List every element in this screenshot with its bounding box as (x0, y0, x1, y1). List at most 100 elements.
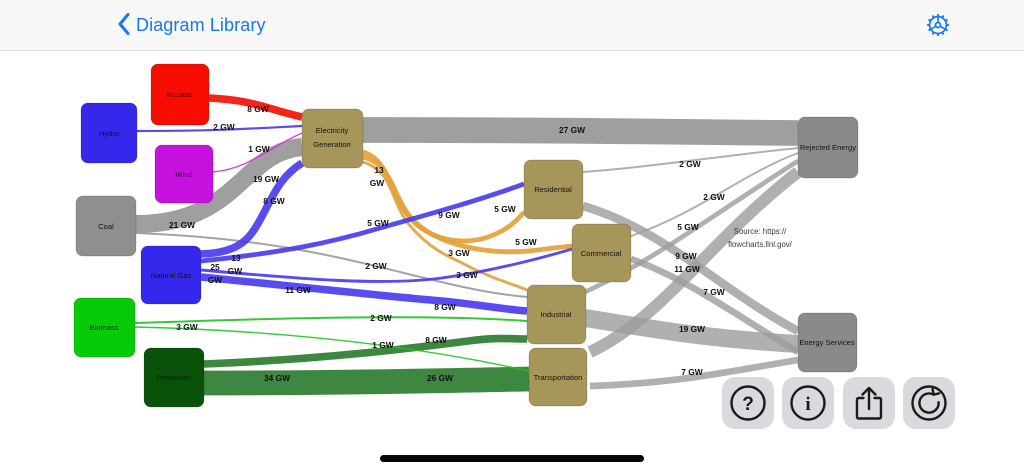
node-label-electricity-line2: Generation (313, 140, 351, 149)
flow-label: 3 GW (456, 270, 477, 280)
flow-label: 9 GW (675, 251, 696, 261)
svg-text:i: i (805, 394, 810, 415)
source-note-line2: flowcharts.llnl.gov/ (728, 240, 793, 249)
flow-residential-services[interactable] (581, 201, 801, 335)
navigation-bar: Diagram Library (0, 0, 1024, 51)
flow-label: 8 GW (434, 302, 455, 312)
node-petroleum[interactable] (143, 347, 205, 408)
node-nuclear[interactable] (150, 63, 210, 126)
flow-label: 27 GW (559, 125, 585, 135)
trunk-label-naturalgas-line1: 25 (210, 262, 220, 272)
flow-label: 8 GW (247, 104, 268, 114)
trunk-label-eg-mid: 9 GW (438, 210, 459, 220)
flow-label: 2 GW (365, 261, 386, 271)
flow-label: 11 GW (674, 264, 700, 274)
node-label-energy-services: Energy Services (799, 338, 854, 347)
node-label-petroleum: Petroleum (157, 373, 192, 382)
flow-naturalgas-residential[interactable] (200, 181, 525, 264)
node-energy-services[interactable] (797, 312, 858, 373)
flow-naturalgas-industrial[interactable] (200, 273, 528, 315)
flow-label: 5 GW (677, 222, 698, 232)
flow-label: 2 GW (370, 313, 391, 323)
node-label-natural-gas: Natural Gas (151, 271, 192, 280)
node-label-electricity-line1: Electricity (316, 126, 349, 135)
gear-icon (924, 13, 952, 42)
trunk-label-eg-orange-line1: 13 (374, 165, 384, 175)
help-button[interactable]: ? (722, 377, 774, 429)
flow-label: 1 GW (248, 144, 269, 154)
node-hydro[interactable] (80, 102, 138, 164)
trunk-label-petroleum: 34 GW (264, 373, 290, 383)
flow-transportation-rejected[interactable] (587, 167, 802, 358)
flow-industrial-services[interactable] (583, 309, 799, 353)
help-icon: ? (730, 385, 766, 421)
trunk-label-ng-upper-line1: 13 (231, 253, 241, 263)
flow-label: 3 GW (448, 248, 469, 258)
node-label-hydro: Hydro (99, 129, 119, 138)
node-commercial[interactable] (571, 223, 632, 283)
flow-petroleum-industrial[interactable] (203, 334, 528, 368)
flow-electricity-rejected[interactable] (362, 117, 799, 146)
flow-label: 26 GW (427, 373, 453, 383)
share-icon (855, 386, 883, 420)
flow-commercial-rejected[interactable] (630, 152, 799, 237)
node-label-wind: Wind (175, 170, 192, 179)
flow-nuclear-electricity[interactable] (208, 94, 303, 121)
flow-electricity-commercial[interactable] (362, 154, 573, 255)
node-label-rejected-energy: Rejected Energy (800, 143, 856, 152)
flow-electricity-industrial[interactable] (362, 160, 528, 292)
node-wind[interactable] (154, 144, 214, 204)
flow-label: 1 GW (372, 340, 393, 350)
node-label-biomass: Biomass (89, 323, 118, 332)
flow-naturalgas-commercial[interactable] (200, 247, 573, 283)
trunk-label-biomass: 3 GW (176, 322, 197, 332)
node-label-industrial: Industrial (541, 310, 572, 319)
settings-button[interactable] (924, 11, 952, 39)
flow-label: 19 GW (253, 174, 279, 184)
info-button[interactable]: i (782, 377, 834, 429)
source-note-line1: Source: https:// (734, 227, 787, 236)
node-coal[interactable] (75, 195, 137, 257)
node-label-nuclear: Nuclear (167, 90, 194, 99)
flow-naturalgas-electricity[interactable] (200, 159, 305, 258)
flow-transportation-services[interactable] (589, 356, 799, 390)
flow-hydro-electricity[interactable] (136, 124, 303, 133)
trunk-label-naturalgas-line2: GW (208, 275, 223, 285)
node-industrial[interactable] (526, 284, 587, 345)
flow-coal-industrial[interactable] (135, 232, 528, 298)
back-button-label: Diagram Library (136, 14, 266, 35)
node-rejected-energy[interactable] (797, 116, 859, 179)
flow-label: 5 GW (515, 237, 536, 247)
flow-label: 2 GW (679, 159, 700, 169)
home-indicator[interactable] (380, 455, 644, 462)
back-chevron-icon (117, 12, 130, 39)
trunk-label-ng-lower: 11 GW (285, 285, 311, 295)
svg-text:?: ? (742, 394, 754, 415)
reset-button[interactable] (903, 377, 955, 429)
node-label-coal: Coal (98, 222, 114, 231)
node-transportation[interactable] (528, 347, 588, 407)
trunk-label-ng-upper-line2: GW (228, 266, 243, 276)
flow-petroleum-transportation[interactable] (203, 366, 530, 396)
flow-label: 7 GW (681, 367, 702, 377)
node-electricity-generation[interactable] (301, 108, 364, 169)
flow-coal-electricity[interactable] (135, 138, 304, 233)
flow-label: 2 GW (213, 122, 234, 132)
flow-label: 8 GW (425, 335, 446, 345)
node-natural-gas[interactable] (140, 245, 202, 305)
node-label-residential: Residential (534, 185, 572, 194)
reset-icon (911, 385, 947, 421)
flow-label: 5 GW (367, 218, 388, 228)
trunk-label-coal: 21 GW (169, 220, 195, 230)
node-biomass[interactable] (73, 297, 136, 358)
flow-biomass-industrial[interactable] (134, 316, 528, 324)
share-button[interactable] (843, 377, 895, 429)
flow-wind-electricity[interactable] (212, 132, 303, 173)
flow-label: 19 GW (679, 324, 705, 334)
back-button[interactable]: Diagram Library (117, 0, 266, 50)
flow-biomass-transportation[interactable] (134, 326, 530, 372)
node-residential[interactable] (523, 159, 584, 220)
flow-residential-rejected[interactable] (582, 147, 799, 173)
